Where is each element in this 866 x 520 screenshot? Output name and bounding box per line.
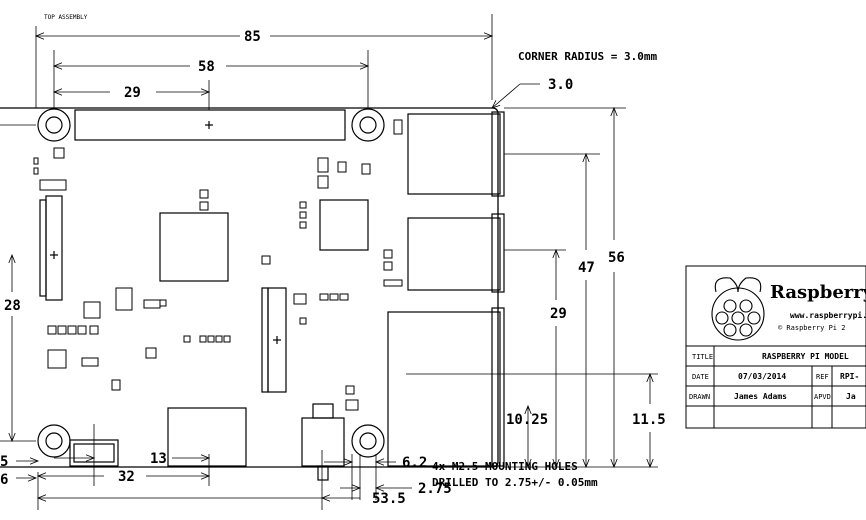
audio-jack	[301, 403, 345, 481]
date-value: 07/03/2014	[738, 372, 786, 381]
drawn-value: James Adams	[734, 392, 787, 401]
apvd-value: Ja	[846, 392, 856, 401]
dim-audio: 53.5	[372, 491, 406, 507]
drawing-header: TOP ASSEMBLY	[44, 14, 88, 21]
dim-usb-offset: 47	[578, 260, 595, 276]
small-components	[33, 119, 403, 411]
note-mounting-line1: 4x M2.5 MOUNTING HOLES	[432, 460, 578, 473]
apvd-label: APVD	[814, 393, 831, 401]
drawn-label: DRAWN	[689, 393, 710, 401]
dim-hole-dia-a: 6.2	[402, 455, 427, 471]
dim-ethernet-offset: 11.5	[632, 412, 666, 428]
title-label: TITLE	[692, 353, 713, 361]
date-label: DATE	[692, 373, 709, 381]
dim-hole-spacing: 58	[198, 59, 215, 75]
usb-lan-chip	[319, 199, 369, 251]
hdmi-connector	[167, 407, 247, 467]
pcb-outline	[0, 107, 499, 468]
mounting-hole-top-left	[37, 108, 71, 142]
note-corner-radius: CORNER RADIUS = 3.0mm	[518, 50, 657, 63]
dim-corner-radius: 3.0	[548, 77, 573, 93]
ethernet-port	[387, 307, 505, 467]
dim-header-offset: 29	[124, 85, 141, 101]
dim-hdmi: 32	[118, 469, 135, 485]
camera-connector	[261, 287, 287, 393]
mounting-hole-bottom-left	[37, 424, 71, 458]
brand-url: www.raspberrypi.	[790, 310, 866, 320]
title-block	[685, 265, 866, 429]
gpio-header	[74, 109, 346, 141]
note-mounting-line2: DRILLED TO 2.75+/- 0.05mm	[432, 476, 598, 489]
usb-port-top	[407, 111, 505, 197]
dim-micro-usb: 13	[150, 451, 167, 467]
mounting-hole-bottom-right	[351, 424, 385, 458]
soc-chip	[159, 212, 229, 282]
display-connector	[39, 195, 63, 301]
dim-left-offset: 28	[4, 298, 21, 314]
ref-value: RPI-	[840, 372, 859, 381]
brand-copyright: © Raspberry Pi 2	[778, 324, 845, 332]
usb-port-middle	[407, 213, 505, 293]
dim-edge-b: 6	[0, 472, 8, 488]
dimension-lines	[8, 32, 654, 502]
dim-overall-width: 85	[244, 29, 261, 45]
dim-overall-height: 56	[608, 250, 625, 266]
mounting-hole-top-right	[351, 108, 385, 142]
dim-ethernet-small: 10.25	[506, 412, 548, 428]
title-value: RASPBERRY PI MODEL	[762, 352, 849, 361]
dim-edge-a: 5	[0, 454, 8, 470]
dim-usb2-offset: 29	[550, 306, 567, 322]
brand-name: Raspberry	[770, 282, 866, 303]
raspberry-logo	[711, 277, 765, 341]
ref-label: REF	[816, 373, 829, 381]
dim-hole-dia-b: 2.75	[418, 481, 452, 497]
